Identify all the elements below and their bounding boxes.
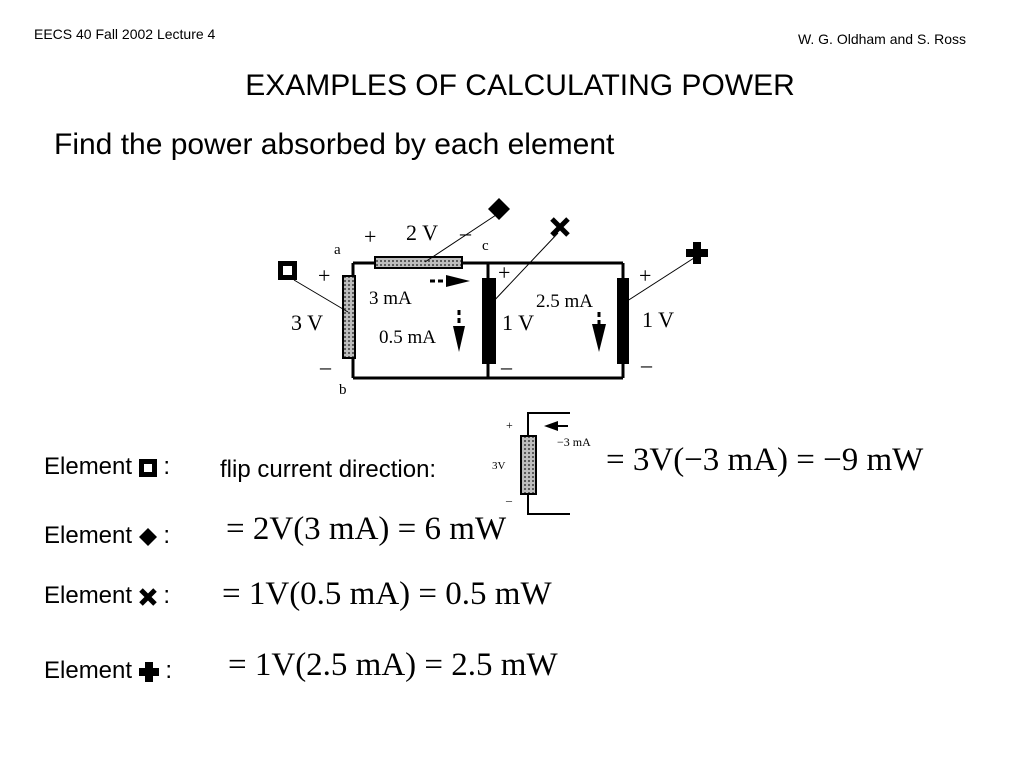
element-label: Element (44, 522, 133, 549)
diamond-icon (138, 527, 157, 546)
equation-cross: = 1V(0.5 mA) = 0.5 mW (222, 576, 552, 612)
element-colon: : (163, 453, 171, 480)
element-row-square: Element : (44, 453, 170, 481)
plus-right-label: + (639, 263, 651, 288)
current-arrow-2-5ma (592, 312, 606, 352)
diamond-icon (488, 198, 510, 220)
equation-diamond: = 2V(3 mA) = 6 mW (226, 511, 507, 547)
plus-left-label: + (318, 263, 330, 288)
v-mid-label: 1 V (502, 310, 534, 335)
flip-current-note: flip current direction: (220, 456, 437, 483)
equation-plus: = 1V(2.5 mA) = 2.5 mW (228, 647, 558, 683)
element-colon: : (163, 522, 171, 549)
inset-circuit: + 3V – −3 mA (492, 412, 591, 515)
inset-minus: – (505, 493, 513, 507)
square-icon (138, 458, 157, 477)
v-right-label: 1 V (642, 307, 674, 332)
node-a-label: a (334, 242, 341, 258)
plus-top-label: + (364, 224, 376, 249)
element-1v-middle (482, 278, 496, 364)
header-authors: W. G. Oldham and S. Ross (797, 31, 966, 47)
node-b-label: b (339, 382, 347, 398)
element-row-plus: Element : (44, 657, 172, 685)
inset-voltage: 3V (492, 460, 506, 472)
v-left-label: 3 V (291, 310, 323, 335)
pointer-lines (293, 214, 695, 313)
minus-top-label: – (459, 220, 472, 245)
current-arrow-0-5ma (453, 310, 465, 352)
element-3v-source (342, 275, 356, 359)
node-c-label: c (482, 238, 489, 254)
element-label: Element (44, 582, 133, 609)
page-title: EXAMPLES OF CALCULATING POWER (245, 69, 795, 102)
inset-plus: + (506, 418, 513, 432)
plus-mid-label: + (498, 260, 510, 285)
element-row-diamond: Element : (44, 522, 170, 550)
v-top-label: 2 V (406, 220, 438, 245)
i-mid-label: 0.5 mA (379, 327, 436, 348)
equation-square: = 3V(−3 mA) = −9 mW (606, 442, 924, 478)
cross-x-icon (550, 217, 570, 237)
minus-right-label: – (640, 352, 653, 377)
element-colon: : (163, 582, 171, 609)
element-1v-right (617, 278, 629, 364)
element-colon: : (165, 657, 173, 684)
element-label: Element (44, 657, 133, 684)
page-subtitle: Find the power absorbed by each element (54, 128, 615, 161)
i-top-label: 3 mA (369, 288, 412, 309)
cross-x-icon (138, 587, 157, 606)
element-row-cross: Element : (44, 582, 170, 610)
header-course: EECS 40 Fall 2002 Lecture 4 (34, 26, 216, 42)
element-label: Element (44, 453, 133, 480)
square-icon (278, 261, 297, 280)
minus-mid-label: – (500, 354, 513, 379)
minus-left-label: – (319, 354, 332, 379)
element-2v (374, 256, 463, 269)
plus-icon (138, 661, 159, 682)
plus-icon (686, 242, 708, 264)
current-arrow-3ma (430, 275, 470, 287)
i-right-label: 2.5 mA (536, 291, 593, 312)
inset-current: −3 mA (557, 435, 591, 449)
